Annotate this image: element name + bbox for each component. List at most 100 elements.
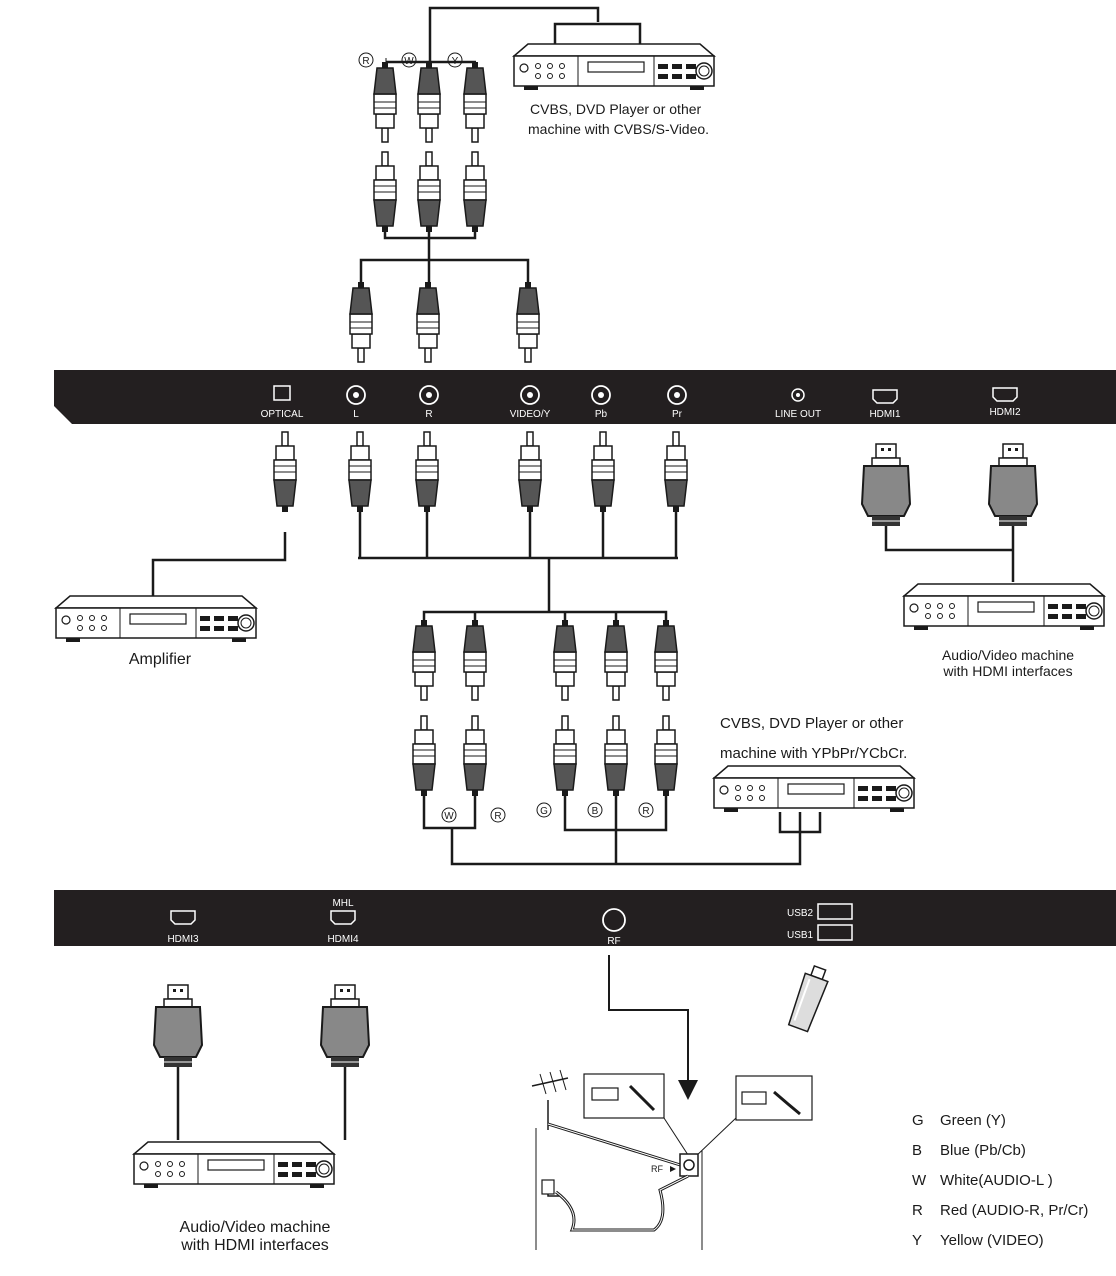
av-hdmi-right-label-2: with HDMI interfaces	[942, 663, 1072, 679]
rca-plug-mid-w-bottom	[412, 715, 436, 797]
av-hdmi-bottom-label-1: Audio/Video machine	[180, 1219, 331, 1236]
audio-l-jack[interactable]: L	[346, 385, 366, 420]
svg-text:LINE OUT: LINE OUT	[775, 409, 821, 420]
pb-jack[interactable]: Pb	[591, 385, 611, 420]
rca-plug-mid-r-bottom	[463, 715, 487, 797]
cvbs-dvd-player-top	[513, 43, 715, 91]
usb2-port[interactable]: USB2	[787, 903, 853, 920]
av-hdmi-right-label-1: Audio/Video machine	[942, 647, 1074, 663]
rca-plug-mid-w-top	[412, 619, 436, 701]
mhl-label: MHL	[332, 898, 354, 909]
optical-port[interactable]: OPTICAL	[261, 385, 304, 420]
rca-plug-top-y	[463, 61, 487, 143]
svg-text:Pr: Pr	[672, 409, 683, 420]
legend-text: Yellow (VIDEO)	[940, 1232, 1044, 1249]
rf-socket-label: RF	[651, 1164, 663, 1174]
ypbpr-label-2: machine with YPbPr/YCbCr.	[720, 745, 907, 762]
svg-text:L: L	[353, 409, 359, 420]
legend-key: B	[912, 1142, 923, 1159]
rca-plug-top-w	[417, 61, 441, 143]
rca-plug-video-mid	[518, 431, 542, 513]
connector-mark-mid-b: B	[587, 802, 603, 818]
hdmi-plug-4	[320, 984, 370, 1068]
rca-plug-pr-mid	[664, 431, 688, 513]
svg-text:HDMI3: HDMI3	[167, 934, 199, 945]
rf-antenna-assembly: RF	[531, 955, 813, 1250]
legend-row-b: B Blue (Pb/Cb)	[912, 1142, 1112, 1172]
legend-row-w: W White(AUDIO-L )	[912, 1172, 1112, 1202]
connector-mark-mid-g: G	[536, 802, 552, 818]
svg-text:G: G	[540, 806, 548, 817]
svg-text:OPTICAL: OPTICAL	[261, 409, 304, 420]
svg-text:R: R	[425, 409, 432, 420]
rca-plug-top-r2	[373, 151, 397, 233]
hdmi1-port[interactable]: HDMI1	[869, 389, 901, 420]
rca-plug-audio-l	[349, 281, 373, 363]
svg-text:Pb: Pb	[595, 409, 608, 420]
rca-plug-mid-pr-bottom	[654, 715, 678, 797]
line-out-jack[interactable]: LINE OUT	[775, 388, 821, 420]
legend-key: Y	[912, 1232, 923, 1249]
svg-text:R: R	[362, 56, 369, 67]
hdmi3-port[interactable]: HDMI3	[167, 910, 199, 945]
rca-plug-l-mid	[348, 431, 372, 513]
hdmi2-port[interactable]: HDMI2	[989, 387, 1021, 418]
pr-jack[interactable]: Pr	[667, 385, 687, 420]
av-hdmi-device-right	[903, 583, 1105, 631]
svg-text:VIDEO/Y: VIDEO/Y	[510, 409, 551, 420]
rca-plug-top-r	[373, 61, 397, 143]
rca-plug-r-mid	[415, 431, 439, 513]
hdmi-plug-2	[988, 443, 1038, 527]
cvbs-top-label-2: machine with CVBS/S-Video.	[528, 121, 709, 137]
connector-mark-top-w: W	[401, 52, 417, 68]
ypbpr-label-1: CVBS, DVD Player or other	[720, 715, 903, 732]
hdmi-plug-1	[861, 443, 911, 527]
rca-plug-video	[516, 281, 540, 363]
tv-panel-top: OPTICAL L R VIDEO/Y Pb Pr LINE OUT	[54, 370, 1116, 424]
connector-mark-top-y: Y	[447, 52, 463, 68]
rca-plug-mid-b-top	[604, 619, 628, 701]
usb1-port[interactable]: USB1	[787, 924, 853, 941]
connector-mark-mid-r2: R	[638, 802, 654, 818]
svg-text:B: B	[592, 806, 599, 817]
video-y-jack[interactable]: VIDEO/Y	[510, 385, 551, 420]
svg-text:R: R	[642, 806, 649, 817]
rca-plug-top-w2	[417, 151, 441, 233]
svg-text:USB1: USB1	[787, 930, 814, 941]
av-hdmi-device-bottom	[133, 1141, 335, 1189]
ypbpr-dvd-player	[713, 765, 915, 813]
amplifier-label: Amplifier	[129, 651, 192, 668]
legend-text: White(AUDIO-L )	[940, 1172, 1053, 1189]
rca-plug-audio-r	[416, 281, 440, 363]
tv-panel-bottom: HDMI3 MHL HDMI4 RF USB2 USB1	[54, 890, 1116, 947]
svg-text:HDMI1: HDMI1	[869, 409, 901, 420]
legend-text: Blue (Pb/Cb)	[940, 1142, 1026, 1159]
connector-mark-top-r: R	[358, 52, 374, 68]
legend-key: W	[912, 1172, 927, 1189]
svg-text:USB2: USB2	[787, 908, 814, 919]
hdmi4-port[interactable]: MHL HDMI4	[327, 898, 359, 945]
rca-plug-top-y2	[463, 151, 487, 233]
audio-r-jack[interactable]: R	[419, 385, 439, 420]
rca-plug-mid-g-bottom	[553, 715, 577, 797]
rf-port[interactable]: RF	[602, 908, 626, 947]
rca-plug-mid-b-bottom	[604, 715, 628, 797]
svg-text:RF: RF	[607, 936, 620, 947]
cvbs-top-device-group: R W Y CVBS, DVD Player or other machine …	[349, 6, 715, 363]
usb-stick-icon	[787, 964, 829, 1033]
svg-text:Y: Y	[452, 56, 459, 67]
av-hdmi-bottom-label-2: with HDMI interfaces	[180, 1237, 329, 1254]
legend-key: G	[912, 1112, 924, 1129]
bottom-hdmi-group: Audio/Video machine with HDMI interfaces	[133, 984, 370, 1254]
rca-plug-mid-r-top	[463, 619, 487, 701]
legend-text: Red (AUDIO-R, Pr/Cr)	[940, 1202, 1089, 1219]
down-arrow-icon	[678, 1080, 698, 1100]
rca-plug-mid-g-top	[553, 619, 577, 701]
amplifier-device	[55, 595, 257, 643]
middle-connections: Amplifier Audio/Video machine with HDMI …	[55, 431, 1105, 866]
rca-plug-mid-pr-top	[654, 619, 678, 701]
